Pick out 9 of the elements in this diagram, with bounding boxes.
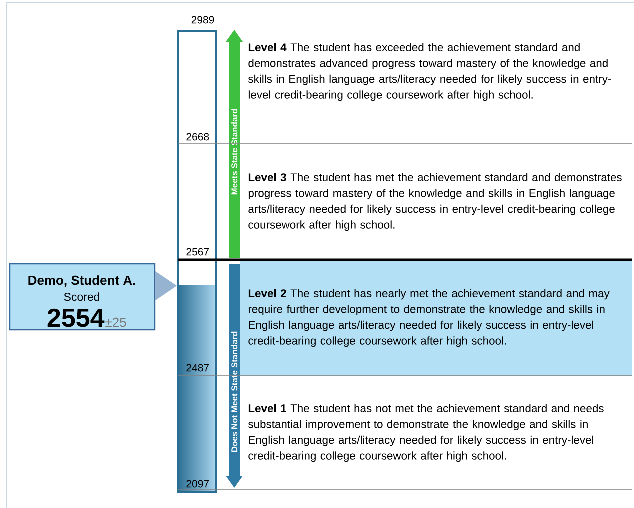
scale-value: 2567 xyxy=(186,248,210,256)
level-row: Level 1 The student has not met the achievement standard and needs substantial improvement to demonstrate the knowledge and skills in English language arts/literacy needed for likely success in entry-level credit-bearing college coursework after high school. xyxy=(248,404,604,462)
scale-value: 2487 xyxy=(186,364,210,372)
scale-value: 2668 xyxy=(186,133,210,141)
level-row: Level 4 The student has exceeded the achievement standard and demonstrates advanced progress toward mastery of the knowledge and skills in English language arts/literacy needed for likely success in entry-level credit-bearing college coursework after high school. xyxy=(248,43,612,102)
scale-value: 2097 xyxy=(186,480,210,488)
level-row: Level 3 The student has met the achievement standard and demonstrates progress toward mastery of the knowledge and skills in English language arts/literacy needed for likely success in entry-level credit-bearing college coursework after high school. xyxy=(248,173,622,232)
level-row: Level 2 The student has nearly met the achievement standard and may require further development to demonstrate the knowledge and skills in English language arts/literacy needed for likely success in entry-level credit-bearing college coursework after high school. xyxy=(240,260,632,376)
scale-value: 2989 xyxy=(192,16,214,24)
